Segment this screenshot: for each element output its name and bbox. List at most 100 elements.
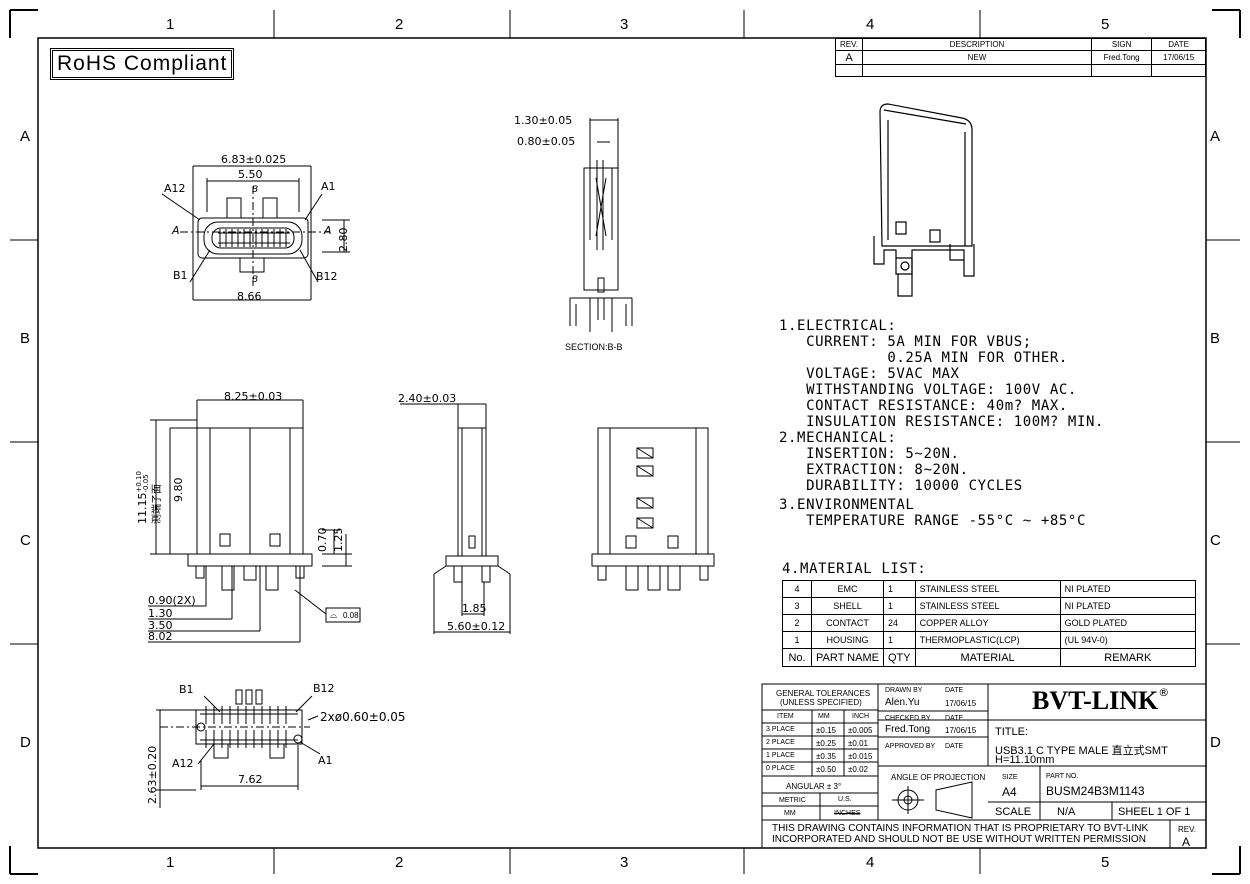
section-b-top: B	[252, 185, 259, 195]
scale-label: SCALE	[995, 806, 1032, 818]
title-line-1: USB3.1 C TYPE MALE 直立式SMT	[995, 745, 1168, 757]
zone-bottom-3: 3	[620, 854, 629, 871]
tolerance-header-mm: MM	[818, 713, 830, 720]
revision-table: REV. DESCRIPTION SIGN DATE A NEW Fred.To…	[835, 38, 1206, 77]
size-label: SIZE	[1002, 774, 1018, 781]
tolerance-angular: ANGULAR ± 3°	[786, 782, 842, 791]
date-header: DATE	[1151, 38, 1206, 51]
drawn-date-value: 17/06/15	[945, 699, 977, 708]
zone-bottom-2: 2	[395, 854, 404, 871]
mat-part: HOUSING	[811, 631, 884, 649]
sign-empty-cell	[1090, 64, 1153, 77]
dim-side-185: 1.85	[462, 602, 487, 615]
material-table: 4 EMC 1 STAINLESS STEEL NI PLATED 3 SHEL…	[782, 580, 1197, 667]
mat-part: EMC	[811, 580, 884, 598]
approved-date-label: DATE	[945, 743, 964, 750]
footprint-label-a12: A12	[172, 757, 194, 770]
spec-line: 1.ELECTRICAL:	[779, 318, 897, 334]
dim-front-350: 3.50	[148, 619, 173, 632]
sign-header: SIGN	[1090, 38, 1153, 51]
date-value: 17/06/15	[1151, 50, 1206, 65]
dim-side-thickness: 2.40±0.03	[398, 392, 457, 405]
section-b-bottom: B	[252, 275, 259, 285]
spec-line: WITHSTANDING VOLTAGE: 100V AC.	[779, 382, 1077, 398]
dim-front-body: 9.80	[172, 477, 185, 503]
rev-header: REV.	[835, 38, 863, 51]
dim-top-bottom: 8.66	[237, 290, 262, 303]
mat-header-qty: QTY	[882, 648, 916, 667]
tolerance-title-1: GENERAL TOLERANCES	[776, 689, 871, 698]
company-logo: BVT-LINK®	[1032, 686, 1169, 716]
mat-material: THERMOPLASTIC(LCP)	[914, 631, 1061, 649]
footprint-label-b12: B12	[313, 682, 335, 695]
projection-label: ANGLE OF PROJECTION	[891, 773, 986, 782]
footprint-drawing	[156, 689, 321, 808]
mat-part: SHELL	[811, 597, 884, 615]
spec-line: TEMPERATURE RANGE -55°C ~ +85°C	[779, 513, 1086, 529]
dim-front-130: 1.30	[148, 607, 173, 620]
dim-top-height: 2.80	[337, 227, 350, 253]
zone-right-a: A	[1210, 128, 1221, 145]
tolerance-row-item: 2 PLACE	[766, 739, 795, 746]
mat-qty: 1	[882, 580, 916, 598]
mat-no: 1	[782, 631, 812, 649]
rev-value-footer: A	[1182, 835, 1191, 849]
dim-front-125: 1.25	[332, 527, 345, 553]
footprint-label-a1: A1	[318, 754, 333, 767]
mat-header-part: PART NAME	[811, 648, 884, 667]
tolerance-row-mm: ±0.50	[816, 765, 836, 774]
zone-left-a: A	[20, 128, 31, 145]
checked-by-value: Fred.Tong	[885, 724, 931, 735]
section-a-right: A	[324, 224, 332, 237]
tolerance-mm: MM	[784, 810, 796, 817]
mat-qty: 24	[882, 614, 916, 632]
footprint-dim-vertical: 2.63±0.20	[146, 745, 159, 804]
dim-front-802: 8.02	[148, 630, 173, 643]
tolerance-us: U.S.	[838, 796, 852, 803]
tolerance-row-inch: ±0.005	[848, 726, 873, 735]
mat-material: COPPER ALLOY	[914, 614, 1061, 632]
tolerance-row-item: 3 PLACE	[766, 726, 795, 733]
electrical-specs: 1.ELECTRICAL: CURRENT: 5A MIN FOR VBUS; …	[779, 318, 1104, 529]
front-view-drawing	[148, 399, 361, 643]
rohs-compliant-label: RoHS Compliant	[50, 48, 235, 80]
title-label: TITLE:	[995, 726, 1029, 738]
description-header: DESCRIPTION	[862, 38, 1092, 51]
sign-value: Fred.Tong	[1090, 50, 1153, 65]
approved-by-label: APPROVED BY	[885, 743, 936, 750]
label-a1-top: A1	[321, 180, 336, 193]
dim-front-width: 8.25±0.03	[224, 390, 283, 403]
spec-line: CONTACT RESISTANCE: 40m? MAX.	[779, 398, 1068, 414]
mat-remark: (UL 94V-0)	[1059, 631, 1197, 649]
mat-header-no: No.	[782, 648, 812, 667]
section-caption: SECTION:B-B	[565, 342, 623, 352]
tolerance-header-inch: INCH	[852, 713, 870, 720]
checked-date-value: 17/06/15	[945, 726, 977, 735]
title-line-2: H=11.10mm	[995, 754, 1055, 766]
dim-top-overall: 6.83±0.025	[221, 153, 287, 166]
spec-line: EXTRACTION: 8~20N.	[779, 462, 969, 478]
notice-line-1: THIS DRAWING CONTAINS INFORMATION THAT I…	[772, 823, 1149, 834]
dim-side-560: 5.60±0.12	[447, 620, 506, 633]
part-no-value: BUSM24B3M1143	[1046, 784, 1145, 798]
description-value: NEW	[862, 50, 1092, 65]
spec-line: 0.25A MIN FOR OTHER.	[779, 350, 1068, 366]
dim-front-070: 0.70	[316, 527, 329, 553]
zone-right-d: D	[1210, 734, 1221, 751]
drawn-by-label: DRAWN BY	[885, 687, 923, 694]
checked-by-label: CHECKED BY	[885, 715, 931, 722]
notice-line-2: INCORPORATED AND SHOULD NOT BE USE WITHO…	[772, 834, 1146, 845]
material-list-title: 4.MATERIAL LIST:	[782, 561, 927, 577]
company-name: BVT-LINK	[1032, 686, 1159, 715]
spec-line: INSULATION RESISTANCE: 100M? MIN.	[779, 414, 1105, 430]
title-block-lines	[761, 683, 1207, 849]
zone-top-1: 1	[166, 16, 175, 33]
part-no-label: PART NO.	[1046, 773, 1079, 780]
drawn-date-label: DATE	[945, 687, 964, 694]
footprint-label-b1: B1	[179, 683, 194, 696]
label-b12-top: B12	[316, 270, 338, 283]
mat-remark: GOLD PLATED	[1059, 614, 1197, 632]
rev-label: REV.	[1178, 825, 1196, 834]
mat-remark: NI PLATED	[1059, 580, 1197, 598]
